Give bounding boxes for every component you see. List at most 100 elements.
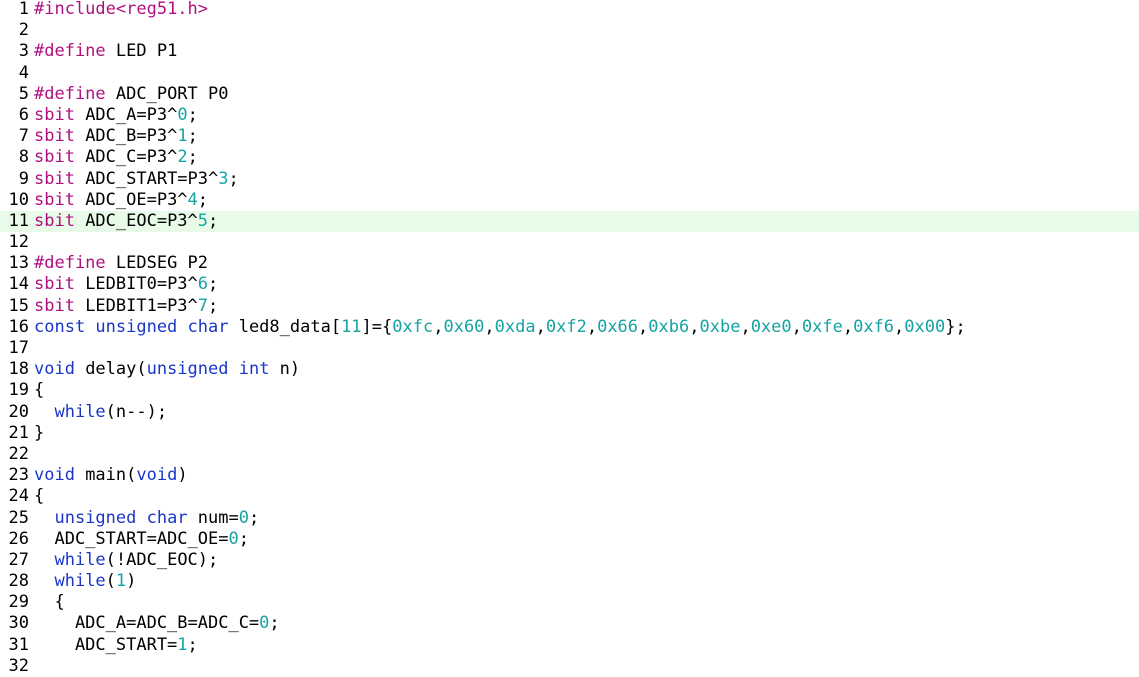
code-line[interactable]: 32 xyxy=(0,656,1139,677)
code-text xyxy=(32,20,34,41)
code-token: { xyxy=(34,486,45,507)
code-line[interactable]: 27 while(!ADC_EOC); xyxy=(0,550,1139,571)
code-token: (!ADC_EOC); xyxy=(105,549,219,570)
code-token: num= xyxy=(187,507,239,528)
code-line[interactable]: 1#include<reg51.h> xyxy=(0,0,1139,20)
line-number: 24 xyxy=(8,486,29,507)
code-token: (n--); xyxy=(105,401,168,422)
code-token: 1 xyxy=(177,126,188,147)
line-number: 3 xyxy=(18,41,29,62)
code-token: , xyxy=(894,316,905,337)
code-token: LEDBIT0=P3^ xyxy=(74,274,198,295)
code-token: n) xyxy=(269,359,301,380)
code-token xyxy=(34,402,54,422)
code-line[interactable]: 21} xyxy=(0,423,1139,444)
code-line[interactable]: 12 xyxy=(0,232,1139,253)
code-text: #define LEDSEG P2 xyxy=(32,253,208,274)
code-line[interactable]: 30 ADC_A=ADC_B=ADC_C=0; xyxy=(0,613,1139,634)
code-text xyxy=(32,338,34,359)
code-text: while(n--); xyxy=(32,402,167,423)
code-token: ADC_A=P3^ xyxy=(74,104,178,125)
line-number: 5 xyxy=(18,83,29,104)
code-token: 0xda xyxy=(494,316,536,337)
line-number: 19 xyxy=(8,380,29,401)
code-token: 0 xyxy=(238,507,249,528)
code-token: sbit xyxy=(34,168,75,189)
line-number: 9 xyxy=(18,168,29,189)
code-token: ADC_OE=P3^ xyxy=(74,189,188,210)
code-token xyxy=(34,571,54,591)
code-token: 6 xyxy=(197,274,209,295)
line-number: 27 xyxy=(8,549,29,570)
code-line[interactable]: 3#define LED P1 xyxy=(0,41,1139,62)
line-number: 7 xyxy=(18,126,29,147)
code-token: while xyxy=(54,571,106,592)
code-text: ADC_A=ADC_B=ADC_C=0; xyxy=(32,613,280,634)
code-token: ) xyxy=(126,571,137,592)
line-number: 2 xyxy=(18,20,29,41)
code-token: { xyxy=(34,592,65,613)
line-number: 11 xyxy=(8,210,29,231)
code-token: , xyxy=(484,316,495,337)
code-token: ADC_START=P3^ xyxy=(74,168,219,189)
code-text: unsigned char num=0; xyxy=(32,508,259,529)
code-line[interactable]: 19{ xyxy=(0,380,1139,401)
code-token: ; xyxy=(228,168,239,189)
code-line[interactable]: 26 ADC_START=ADC_OE=0; xyxy=(0,529,1139,550)
code-token: , xyxy=(842,316,854,337)
code-text: ADC_START=ADC_OE=0; xyxy=(32,529,249,550)
code-line[interactable]: 20 while(n--); xyxy=(0,402,1139,423)
code-token: } xyxy=(34,422,45,443)
line-number: 25 xyxy=(8,507,29,528)
code-text: { xyxy=(32,486,44,507)
code-line[interactable]: 17 xyxy=(0,338,1139,359)
code-line[interactable]: 25 unsigned char num=0; xyxy=(0,508,1139,529)
code-token: ADC_EOC=P3^ xyxy=(74,210,198,231)
code-token: unsigned int xyxy=(146,359,270,380)
code-text xyxy=(32,444,34,465)
code-line[interactable]: 31 ADC_START=1; xyxy=(0,635,1139,656)
line-number: 13 xyxy=(8,253,29,274)
code-token: , xyxy=(535,316,546,337)
code-line[interactable]: 13#define LEDSEG P2 xyxy=(0,253,1139,274)
code-token: 0 xyxy=(228,528,239,549)
code-token: 0xb6 xyxy=(648,316,690,337)
code-token: #define xyxy=(34,253,106,274)
code-token: 5 xyxy=(197,210,209,231)
line-number: 14 xyxy=(8,274,29,295)
code-token: 0xe0 xyxy=(750,316,792,337)
code-token: }; xyxy=(945,316,966,337)
code-line[interactable]: 2 xyxy=(0,20,1139,41)
code-token: while xyxy=(54,401,106,422)
code-line[interactable]: 24{ xyxy=(0,486,1139,507)
code-text xyxy=(32,63,34,84)
code-token: ; xyxy=(187,147,198,168)
code-line[interactable]: 22 xyxy=(0,444,1139,465)
code-line[interactable]: 29 { xyxy=(0,592,1139,613)
line-number: 30 xyxy=(8,613,29,634)
code-text xyxy=(32,232,34,253)
code-token: 1 xyxy=(115,571,127,592)
code-token: ADC_START=ADC_OE= xyxy=(34,528,229,549)
line-number: 26 xyxy=(8,528,29,549)
code-token xyxy=(34,508,54,528)
code-line[interactable]: 4 xyxy=(0,63,1139,84)
code-line[interactable]: 5#define ADC_PORT P0 xyxy=(0,84,1139,105)
code-token: #define xyxy=(34,41,106,62)
code-text: sbit ADC_OE=P3^4; xyxy=(32,190,208,211)
code-token: 2 xyxy=(177,147,188,168)
code-line[interactable]: 28 while(1) xyxy=(0,571,1139,592)
code-text: sbit LEDBIT0=P3^6; xyxy=(32,274,218,295)
